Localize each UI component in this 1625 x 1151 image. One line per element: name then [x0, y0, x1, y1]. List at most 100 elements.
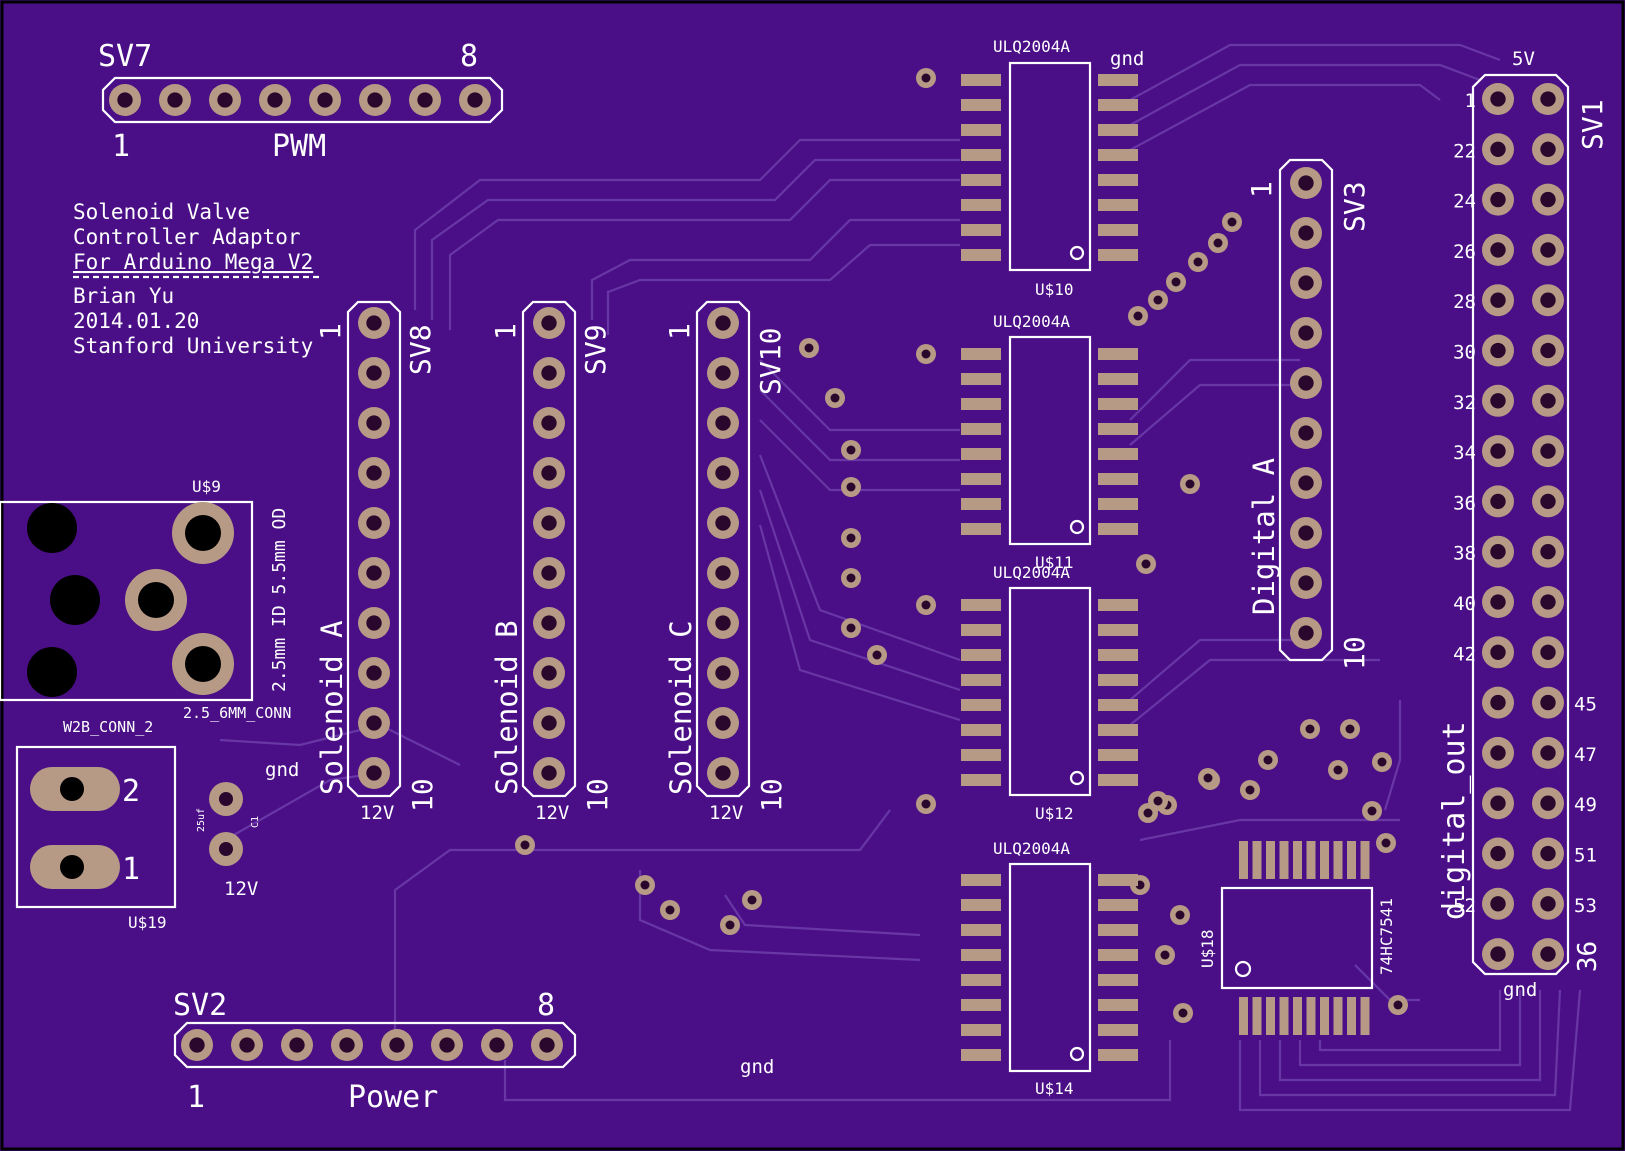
driver-pad — [1098, 699, 1138, 711]
pwm-header-label: PWM — [272, 129, 326, 164]
capacitor-name: C1 — [250, 816, 261, 828]
power-header-label: Power — [348, 1080, 438, 1115]
buffer-pad — [1320, 841, 1329, 879]
solenoid-a-label: Solenoid A — [315, 620, 349, 795]
solenoid-b-first: 1 — [489, 323, 522, 340]
solenoid-c-name: SV10 — [754, 328, 787, 395]
driver-pad — [961, 74, 1001, 86]
pwm-header-first: 1 — [112, 129, 130, 164]
pwm-pin — [209, 84, 241, 116]
arduino-pin — [1482, 435, 1514, 468]
driver-pad — [1098, 174, 1138, 186]
driver-pad — [961, 899, 1001, 911]
pwm-pin — [259, 84, 291, 116]
driver-pad — [1098, 74, 1138, 86]
driver-pad — [1098, 724, 1138, 736]
driver-pad — [961, 999, 1001, 1011]
digital-a-header: 1 SV3 Digital A 10 — [1245, 158, 1371, 670]
driver-pad — [961, 373, 1001, 385]
driver-pad — [961, 348, 1001, 360]
buffer-part: 74HC7541 — [1377, 898, 1396, 975]
solenoid-pin — [358, 557, 390, 589]
digital-pin — [1290, 417, 1322, 449]
arduino-left-number: 26 — [1453, 241, 1476, 263]
digital-pin — [1290, 367, 1322, 399]
arduino-left-number: 42 — [1453, 643, 1476, 665]
driver-pad — [961, 473, 1001, 485]
digital-a-label: Digital A — [1247, 458, 1281, 615]
power-pin — [431, 1029, 463, 1061]
solenoid-pin — [358, 307, 390, 339]
capacitor-label: 12V — [224, 878, 258, 900]
driver-pad — [1098, 1024, 1138, 1036]
arduino-left-number: 1 — [1465, 90, 1476, 112]
driver-pad — [961, 149, 1001, 161]
solenoid-b-power: 12V — [535, 802, 569, 824]
solenoid-pin — [358, 357, 390, 389]
solenoid-pin — [533, 307, 565, 339]
arduino-pin — [1482, 736, 1514, 769]
arduino-pin — [1482, 83, 1514, 115]
title-line-3: For Arduino Mega V2 — [73, 250, 313, 274]
arduino-right-number: 53 — [1574, 895, 1597, 917]
driver-pad — [961, 874, 1001, 886]
digital-pin — [1290, 517, 1322, 549]
solenoid-pin — [358, 657, 390, 689]
arduino-bottom-label: gnd — [1503, 979, 1537, 1001]
solenoid-pin — [707, 307, 739, 339]
arduino-pin — [1482, 233, 1514, 266]
gnd-label-top: gnd — [1110, 48, 1144, 70]
driver-pad — [1098, 373, 1138, 385]
arduino-left-number: 22 — [1453, 140, 1476, 162]
arduino-pin — [1532, 636, 1564, 669]
solenoid-pin — [533, 557, 565, 589]
solenoid-header-a: 1 SV8 Solenoid A 10 12V — [314, 300, 439, 824]
solenoid-a-last: 10 — [406, 778, 439, 812]
driver-pad — [1098, 249, 1138, 261]
terminal-pin2: 2 — [122, 774, 140, 809]
arduino-pin — [1482, 133, 1514, 166]
arduino-left-number: 38 — [1453, 543, 1476, 565]
driver-u14: ULQ2004A U$14 — [961, 839, 1138, 1098]
power-header-last: 8 — [537, 988, 555, 1023]
driver-pad — [961, 1049, 1001, 1061]
title-line-2: Controller Adaptor — [73, 225, 301, 249]
arduino-header-name: SV1 — [1576, 99, 1609, 150]
solenoid-pin — [358, 407, 390, 439]
buffer-pad — [1320, 997, 1329, 1035]
title-line-4: Brian Yu — [73, 284, 174, 308]
driver-pad — [961, 124, 1001, 136]
arduino-right-number: 51 — [1574, 845, 1597, 867]
pwm-pin — [459, 84, 491, 116]
driver-pad — [961, 599, 1001, 611]
power-pin — [281, 1029, 313, 1061]
buffer-pad — [1266, 997, 1275, 1035]
power-pin — [531, 1029, 563, 1061]
power-jack-name: U$9 — [192, 477, 221, 496]
arduino-pin — [1532, 284, 1564, 317]
title-block: Solenoid Valve Controller Adaptor For Ar… — [73, 200, 320, 358]
buffer-u18: U$18 74HC7541 — [1198, 841, 1396, 1035]
driver-u12-part: ULQ2004A — [993, 563, 1070, 582]
title-line-6: Stanford University — [73, 334, 313, 358]
pwm-header-name: SV7 — [98, 39, 152, 74]
arduino-pin — [1482, 586, 1514, 618]
arduino-left-number: 34 — [1453, 442, 1476, 464]
driver-pad — [961, 649, 1001, 661]
buffer-pad — [1239, 841, 1248, 879]
buffer-pad — [1347, 841, 1356, 879]
digital-pin — [1290, 467, 1322, 499]
driver-pad — [961, 498, 1001, 510]
solenoid-pin — [533, 657, 565, 689]
arduino-left-number: 40 — [1453, 593, 1476, 615]
buffer-pad — [1333, 841, 1343, 879]
screw-terminal: 2 1 U$19 — [15, 745, 177, 932]
solenoid-pin — [533, 457, 565, 489]
buffer-pad — [1360, 841, 1370, 879]
gnd-label-left: gnd — [265, 759, 299, 781]
arduino-pin — [1482, 837, 1514, 870]
driver-pad — [1098, 624, 1138, 636]
arduino-right-number: 47 — [1574, 744, 1597, 766]
buffer-pad — [1347, 997, 1356, 1035]
arduino-left-number: 32 — [1453, 392, 1476, 414]
